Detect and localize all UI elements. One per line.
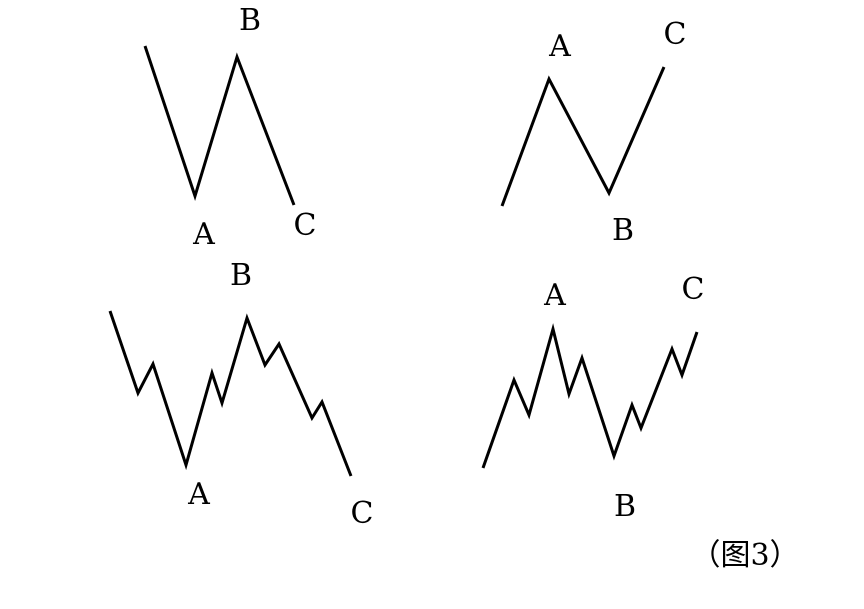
- point-label-c: C: [351, 496, 374, 531]
- point-label-b: B: [239, 3, 261, 38]
- wave-line-bottom-left: [108, 310, 353, 477]
- wave-line-bottom-right: [481, 323, 699, 469]
- point-label-a: A: [187, 477, 210, 512]
- point-label-c: C: [294, 208, 317, 243]
- wave-line-top-left: [143, 45, 296, 206]
- panel-bottom-right: A B C: [481, 272, 705, 524]
- panel-top-left: A B C: [143, 3, 317, 252]
- point-label-b: B: [230, 258, 252, 293]
- point-label-b: B: [614, 489, 636, 524]
- panel-bottom-left: A B C: [108, 258, 374, 531]
- wave-line-top-right: [500, 66, 666, 207]
- point-label-b: B: [612, 213, 634, 248]
- point-label-a: A: [548, 29, 571, 64]
- figure-caption: （图3）: [690, 538, 799, 573]
- point-label-c: C: [682, 272, 705, 307]
- point-label-a: A: [192, 217, 215, 252]
- point-label-a: A: [543, 278, 566, 313]
- panel-top-right: A B C: [500, 17, 687, 248]
- point-label-c: C: [664, 17, 687, 52]
